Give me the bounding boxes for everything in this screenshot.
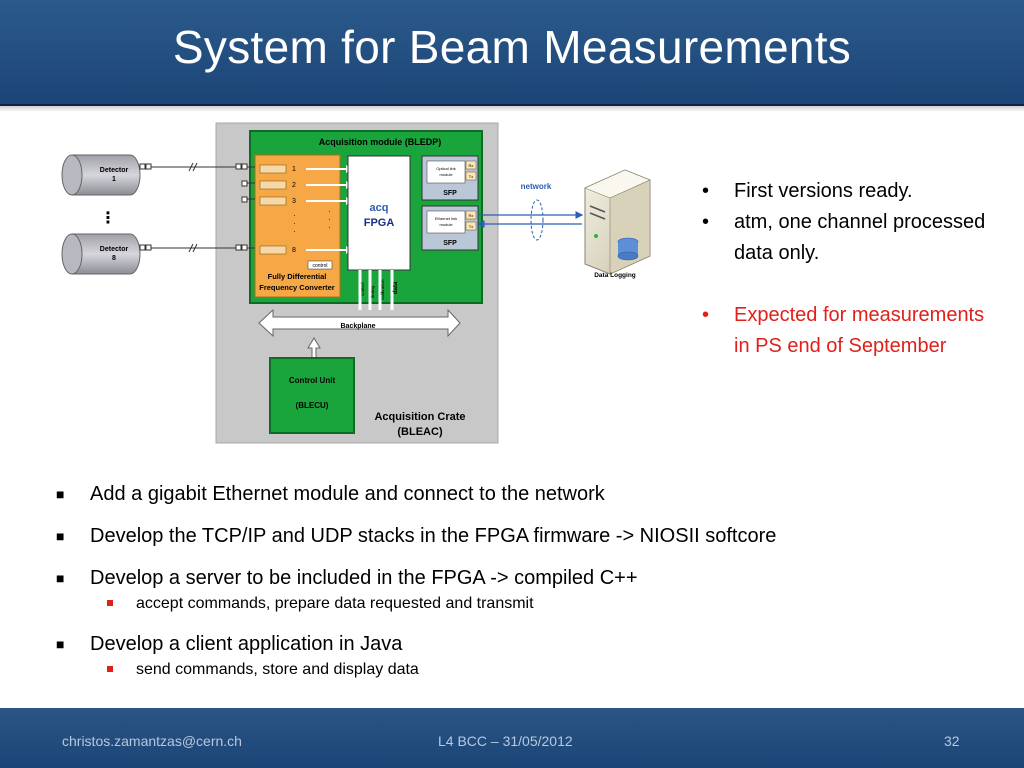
svg-text:·: · (328, 223, 331, 232)
red-square-bullet-icon (107, 600, 113, 606)
svg-text:·: · (293, 227, 296, 236)
svg-text:·: · (293, 211, 296, 220)
main-bullet-3: ■ Develop a server to be included in the… (52, 564, 992, 614)
svg-text:timing: timing (370, 285, 375, 298)
detector-8-label-line2: 8 (112, 255, 116, 262)
server-label: Data Logging (594, 272, 636, 279)
bullet-marker: • (702, 180, 710, 202)
bullet-marker: • (702, 304, 710, 326)
optical-label-1: Optical link (436, 166, 456, 171)
main-bullet-text: Develop the TCP/IP and UDP stacks in the… (90, 525, 777, 547)
right-bullet-1: • First versions ready. (702, 176, 1002, 207)
control-unit-label-2: (BLECU) (296, 401, 329, 410)
right-bullet-2: • atm, one channel processed data only. (702, 207, 1002, 269)
channel-label-8: 8 (292, 247, 296, 254)
converter-connectors (259, 164, 287, 255)
square-bullet-icon: ■ (56, 570, 65, 586)
detector-1-label-line2: 1 (112, 176, 116, 183)
sub-bullet-text: accept commands, prepare data requested … (136, 595, 534, 612)
right-bullet-text: First versions ready. (734, 180, 913, 202)
optical-rx: Rx (469, 163, 474, 168)
detector-ellipsis: ⋮ (100, 210, 116, 227)
sub-bullet: accept commands, prepare data requested … (52, 594, 992, 614)
frequency-converter-block (254, 154, 341, 298)
network-links (476, 211, 584, 228)
square-bullet-icon: ■ (56, 528, 65, 544)
ethernet-label-1: Ethernet link (435, 216, 457, 221)
ethernet-rx: Rx (469, 213, 474, 218)
optical-label-2: module (439, 172, 453, 177)
title-bar: System for Beam Measurements (0, 0, 1024, 112)
footer-page-number: 32 (944, 733, 960, 749)
fpga-bottom-label: FPGA (364, 217, 395, 229)
fpga-bus-lines (358, 270, 394, 310)
main-bullet-text: Develop a server to be included in the F… (90, 567, 638, 589)
crate-label-1: Acquisition Crate (374, 411, 465, 423)
optical-link-module (426, 160, 466, 184)
detector-8-label-line1: Detector (100, 246, 129, 253)
svg-text:data: data (393, 281, 399, 294)
control-unit-box (269, 357, 355, 434)
control-unit-label-1: Control Unit (289, 376, 336, 385)
detector-8 (61, 233, 141, 275)
converter-label-line1: Fully Differential (268, 272, 327, 281)
channel-dots: · · · · · · (293, 207, 331, 236)
bullet-marker: • (702, 211, 710, 233)
ethernet-label-2: module (439, 222, 453, 227)
svg-text:·: · (293, 219, 296, 228)
ethernet-link-module (426, 210, 466, 234)
system-diagram: Acquisition module (BLEDP) 1 2 3 8 · · ·… (61, 122, 651, 444)
sfp-label-2: SFP (443, 240, 457, 247)
server-icon (584, 169, 651, 275)
control-tag (307, 260, 333, 270)
right-bullet-highlight: • Expected for measurements in PS end of… (702, 300, 1002, 362)
right-bullet-text: Expected for measurements in PS end of S… (734, 304, 985, 357)
backplane-uplink-arrow (307, 337, 321, 359)
red-square-bullet-icon (107, 666, 113, 672)
main-bullet-list: ■ Add a gigabit Ethernet module and conn… (52, 480, 992, 694)
footer-bar: christos.zamantzas@cern.ch L4 BCC – 31/0… (0, 708, 1024, 768)
detector-1 (61, 154, 141, 196)
main-bullet-2: ■ Develop the TCP/IP and UDP stacks in t… (52, 522, 992, 550)
module-title: Acquisition module (BLEDP) (319, 137, 442, 147)
right-bullet-text: atm, one channel processed data only. (734, 211, 986, 264)
crate-label-2: (BLEAC) (397, 426, 443, 438)
channel-label-2: 2 (292, 182, 296, 189)
backplane-arrow (258, 308, 461, 338)
main-bullet-text: Add a gigabit Ethernet module and connec… (90, 483, 605, 505)
fpga-top-label: acq (370, 202, 389, 214)
backplane-label: Backplane (340, 323, 375, 330)
detector-1-label-line1: Detector (100, 167, 129, 174)
main-bullet-1: ■ Add a gigabit Ethernet module and conn… (52, 480, 992, 508)
fpga-block (347, 155, 411, 271)
channel-label-3: 3 (292, 198, 296, 205)
main-bullet-4: ■ Develop a client application in Java s… (52, 630, 992, 680)
ethernet-tx: Tx (469, 224, 473, 229)
svg-text:calibration: calibration (380, 279, 385, 300)
control-tag-label: control (312, 263, 327, 269)
footer-email: christos.zamantzas@cern.ch (62, 733, 242, 749)
main-bullet-text: Develop a client application in Java (90, 633, 403, 655)
square-bullet-icon: ■ (56, 486, 65, 502)
network-label: network (521, 182, 552, 191)
converter-label-line2: Frequency Converter (259, 283, 335, 292)
right-bullet-list: • First versions ready. • atm, one chann… (702, 176, 1002, 362)
detector-cables (139, 162, 255, 253)
sub-bullet-text: send commands, store and display data (136, 661, 419, 678)
square-bullet-icon: ■ (56, 636, 65, 652)
optical-tx: Tx (469, 174, 473, 179)
channel-label-1: 1 (292, 166, 296, 173)
slide-title: System for Beam Measurements (172, 21, 852, 73)
bus-labels: control timing calibration data (360, 279, 399, 300)
svg-text:·: · (328, 215, 331, 224)
footer-event: L4 BCC – 31/05/2012 (438, 733, 573, 749)
sfp-label-1: SFP (443, 190, 457, 197)
svg-text:control: control (360, 282, 365, 296)
sub-bullet: send commands, store and display data (52, 660, 992, 680)
svg-text:·: · (328, 207, 331, 216)
network-ring (530, 199, 544, 241)
